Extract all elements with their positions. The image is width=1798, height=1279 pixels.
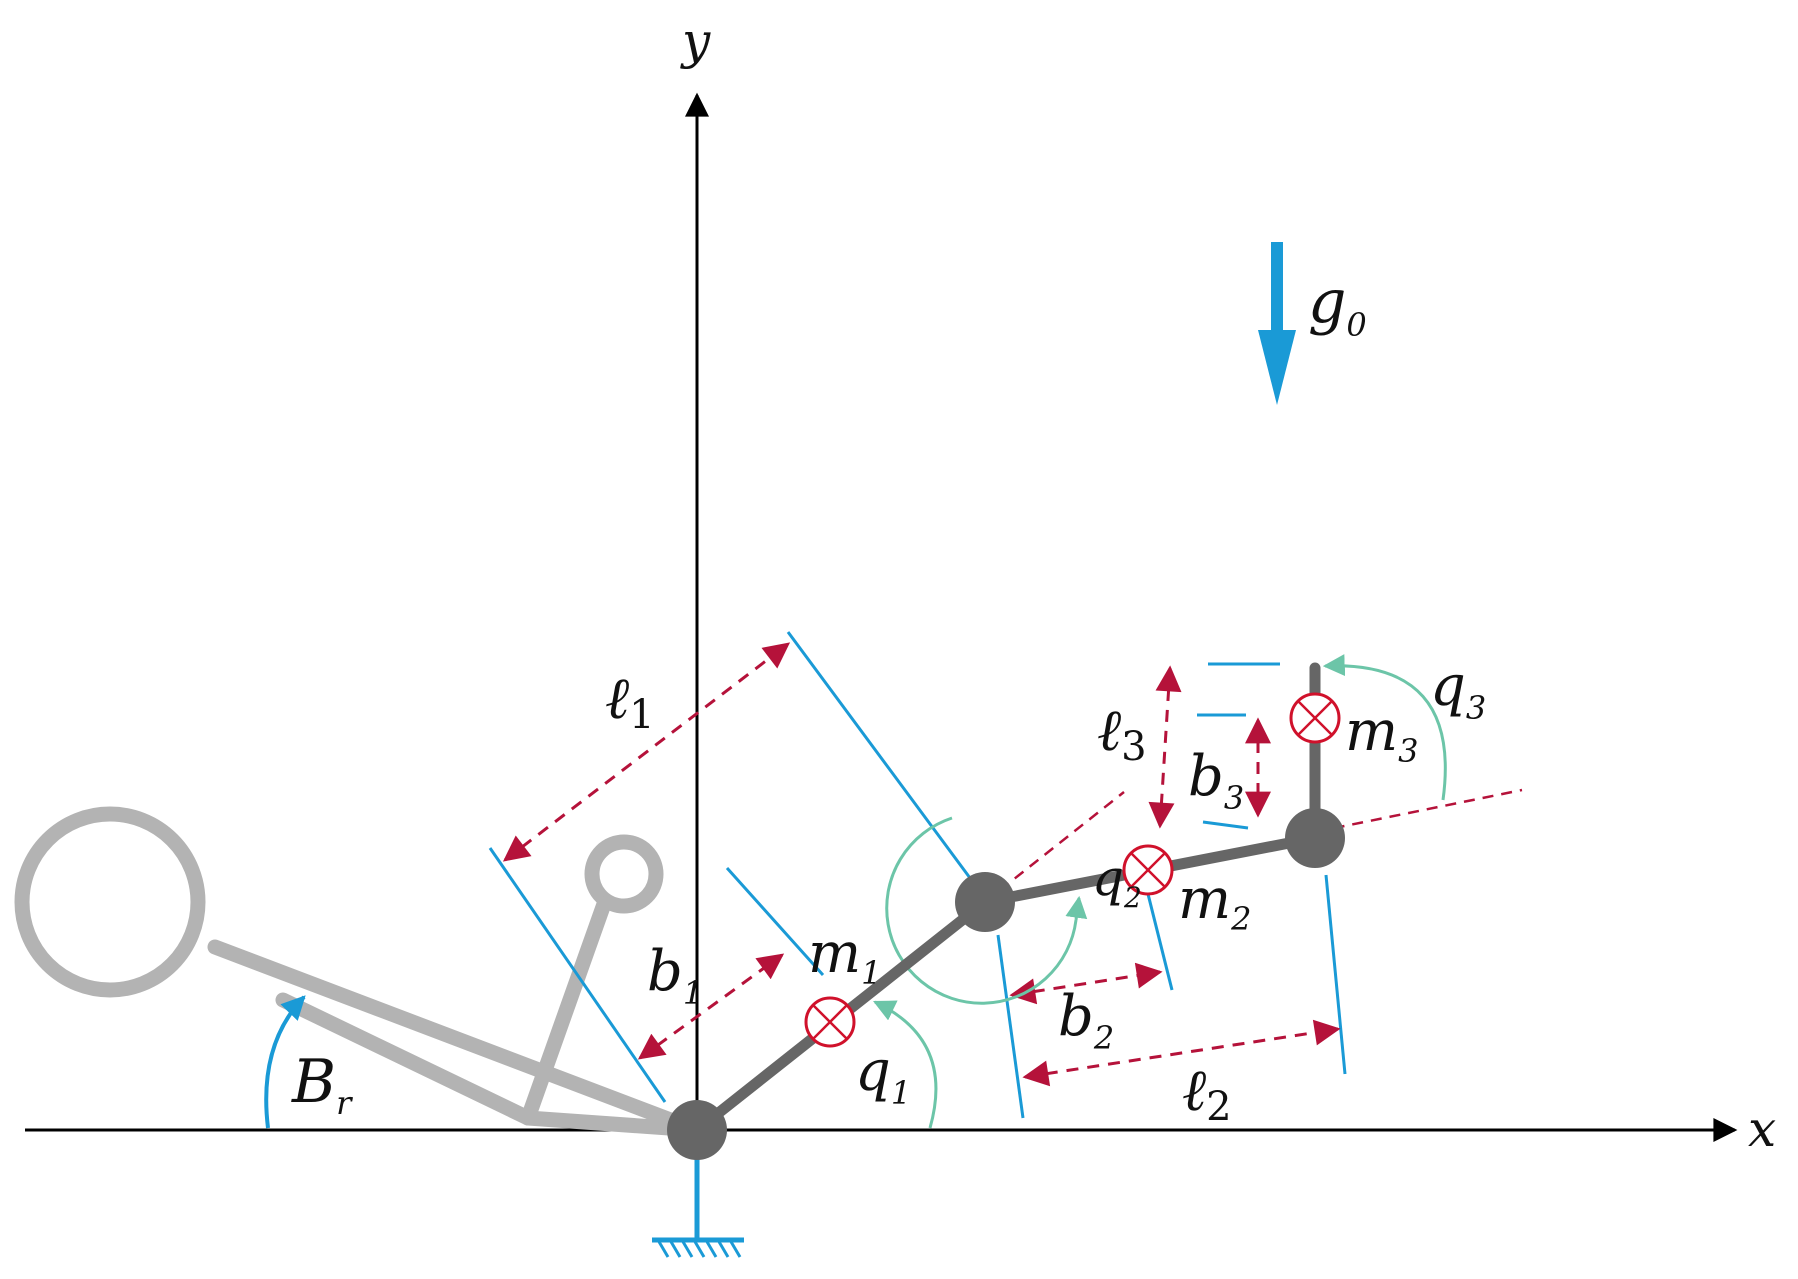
mass-marker-icon (1122, 844, 1174, 896)
ghost-link-upper (520, 896, 612, 1126)
dimension-arrows (502, 642, 1341, 1087)
revolute-joint-icon (667, 1100, 727, 1160)
l2-dimension (1022, 1019, 1341, 1087)
m1-label: m1 (808, 921, 881, 992)
b2-label: b2 (1058, 984, 1114, 1057)
ghost-small-ring (584, 834, 664, 914)
b1-label: b1 (647, 939, 703, 1012)
b3-label: b3 (1188, 744, 1244, 817)
ghost-configuration (14, 806, 705, 1138)
b1-dimension (637, 953, 785, 1060)
q3-arc (1322, 654, 1447, 801)
x-axis-label: x (1748, 1100, 1776, 1158)
m2-label: m2 (1178, 867, 1251, 938)
rest-angle-label: Br (291, 1047, 353, 1122)
l1-dimension (502, 642, 791, 862)
extension-lines (488, 631, 1347, 1119)
ghost-link-frame (207, 939, 705, 1138)
l3-dimension (1148, 665, 1182, 829)
q1-arc (873, 1000, 938, 1129)
joint-angle-arcs (873, 654, 1447, 1129)
y-axis-label: y (680, 12, 711, 70)
mass-marker-icon (804, 996, 856, 1048)
gravity-label: g0 (1308, 267, 1367, 344)
revolute-joint-icon (1285, 808, 1345, 868)
gravity-arrow (1258, 242, 1296, 405)
l3-label: ℓ3 (1097, 696, 1147, 770)
rest-angle-arc (264, 995, 306, 1129)
link2-extension-dashed (1314, 788, 1523, 834)
ghost-large-ring (14, 806, 206, 998)
b2-dimension (1009, 962, 1163, 1005)
q2-label: q2 (1092, 849, 1142, 914)
l2-label: ℓ2 (1182, 1056, 1232, 1130)
revolute-joint-icon (955, 872, 1015, 932)
q3-label: q3 (1430, 654, 1486, 727)
m3-label: m3 (1345, 699, 1418, 770)
q2-arc-tip (1065, 895, 1088, 921)
mass-marker-icon (1289, 692, 1341, 744)
q1-label: q1 (855, 1039, 911, 1112)
q2-arc (885, 816, 1078, 1005)
l1-label: ℓ1 (605, 664, 655, 738)
